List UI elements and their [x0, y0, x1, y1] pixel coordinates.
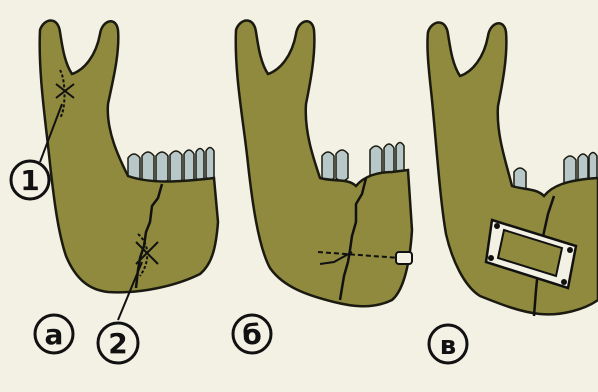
plate-screw-icon [561, 279, 567, 285]
panel-b-pin-head [396, 252, 412, 264]
panel-c-marker-label: в [440, 331, 456, 361]
panel-b-marker-label: б [242, 318, 262, 351]
panel-a-marker-label: a [45, 318, 64, 351]
callout-1-label: 1 [20, 164, 39, 197]
plate-screw-icon [567, 247, 573, 253]
plate-screw-icon [488, 255, 494, 261]
callout-2-label: 2 [108, 327, 127, 360]
plate-screw-icon [494, 223, 500, 229]
